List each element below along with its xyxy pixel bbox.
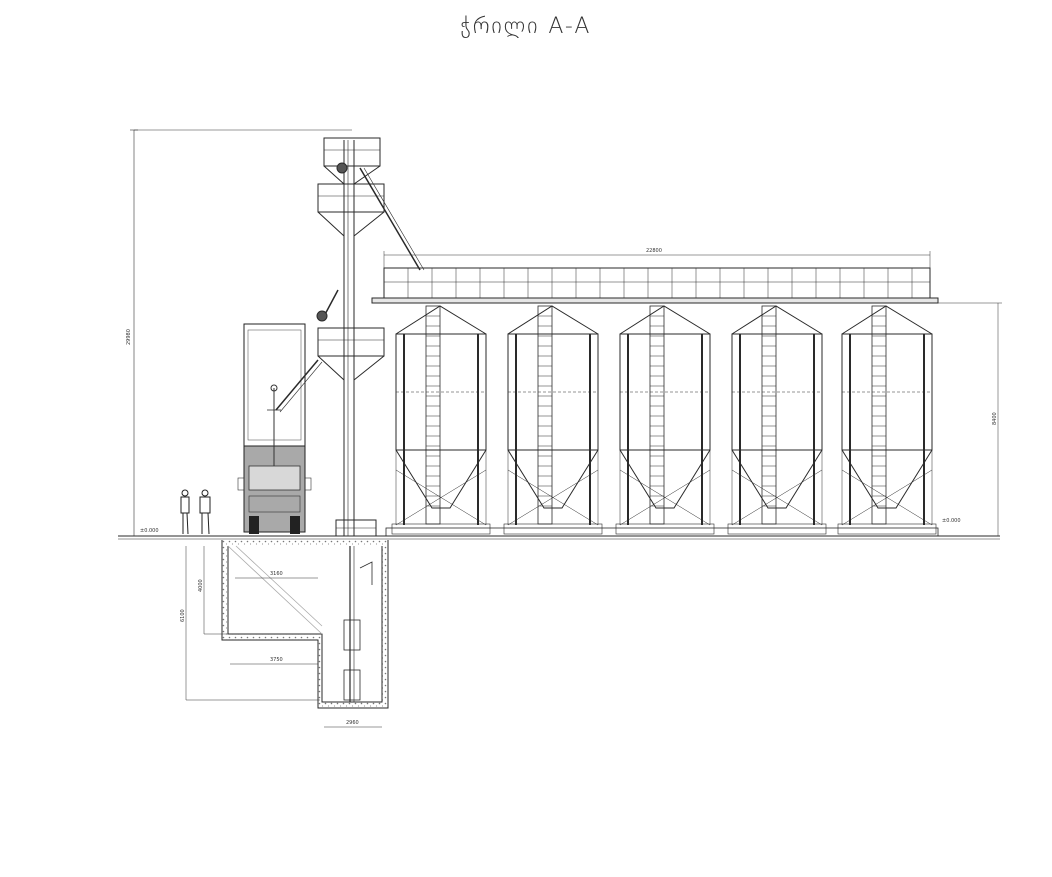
total-height-label: 29980 xyxy=(126,329,132,345)
pit-lower-width-label: 3750 xyxy=(270,657,283,663)
top-conveyor-gallery xyxy=(371,267,939,304)
person-figure xyxy=(180,489,190,535)
silo xyxy=(615,305,715,535)
pit-inner-width-label: 3160 xyxy=(270,571,283,577)
drawing-title: ჭრილი A-A xyxy=(460,14,592,39)
right-level-mark: ±0.000 xyxy=(942,518,961,524)
silo-height-dimension xyxy=(938,302,1002,536)
bucket-elevator-tower xyxy=(275,137,425,537)
silo xyxy=(391,305,491,535)
pit-total-depth-label: 6100 xyxy=(180,609,186,622)
silo xyxy=(727,305,827,535)
person-figure xyxy=(199,489,211,535)
truck xyxy=(237,323,312,534)
pit-shaft-width-label: 2960 xyxy=(346,720,359,726)
silo-row-length-label: 22800 xyxy=(646,248,662,254)
pit-step-depth-label: 4000 xyxy=(198,579,204,592)
intake-pit xyxy=(221,540,389,709)
silo-foundation xyxy=(385,527,939,537)
silo-height-label: 8400 xyxy=(992,412,998,425)
silo-row-dimension xyxy=(383,251,931,268)
silo xyxy=(837,305,937,535)
left-level-mark: ±0.000 xyxy=(140,528,159,534)
ground-line xyxy=(118,535,1000,540)
total-height-dimension xyxy=(130,129,352,537)
pit-dimensions xyxy=(185,546,382,728)
silo xyxy=(503,305,603,535)
